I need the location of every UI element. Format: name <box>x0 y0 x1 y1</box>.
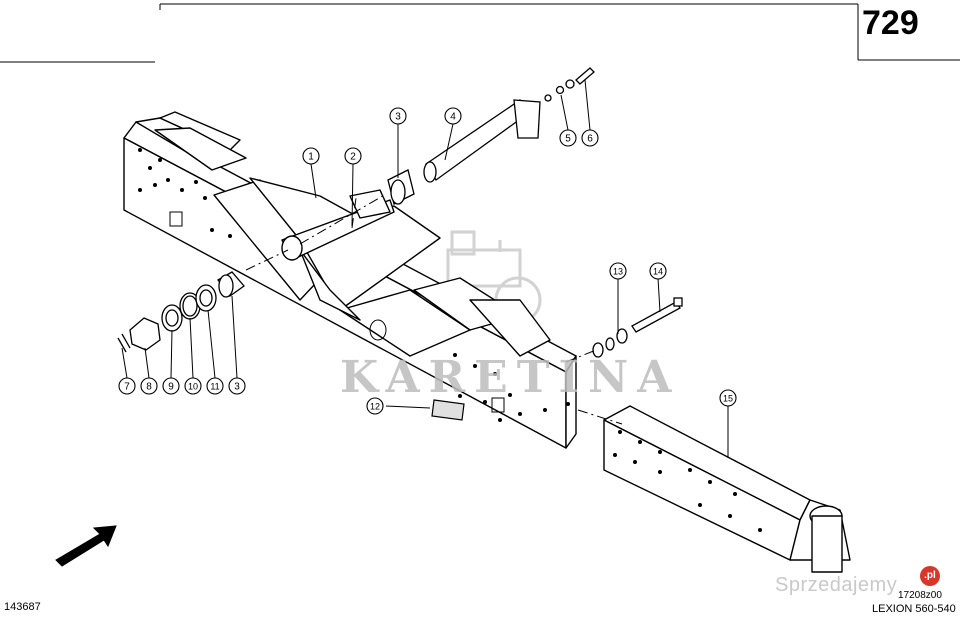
callout-label: 15 <box>723 394 733 404</box>
callout-label: 3 <box>395 112 401 123</box>
callout-c11: 11 <box>206 377 224 395</box>
callout-c4: 4 <box>444 107 462 125</box>
callout-c3a: 3 <box>389 107 407 125</box>
callout-c2: 2 <box>344 147 362 165</box>
callout-c7: 7 <box>118 377 136 395</box>
page-frame <box>0 3 960 63</box>
callout-label: 12 <box>370 402 380 412</box>
callout-label: 13 <box>613 267 623 277</box>
callout-label: 4 <box>450 112 456 123</box>
callout-circle <box>389 107 407 125</box>
callout-circle <box>140 377 158 395</box>
right-hardware <box>592 297 683 358</box>
callout-label: 2 <box>350 152 356 163</box>
callout-c3b: 3 <box>228 377 246 395</box>
callout-label: 14 <box>653 267 663 277</box>
extension-holes <box>613 430 762 532</box>
document-id: 143687 <box>4 601 41 613</box>
callout-c6: 6 <box>581 129 599 147</box>
callout-label: 5 <box>565 134 571 145</box>
callout-label: 10 <box>188 382 198 392</box>
callout-label: 1 <box>308 152 314 163</box>
callout-label: 8 <box>146 382 152 393</box>
callout-c10: 10 <box>184 377 202 395</box>
callout-circle <box>302 147 320 165</box>
brand-watermark: KARETINA <box>340 352 681 403</box>
callout-label: 3 <box>234 382 240 393</box>
callout-circle <box>649 262 667 280</box>
callout-circle <box>118 377 136 395</box>
callout-c9: 9 <box>162 377 180 395</box>
callout-circle <box>366 397 384 415</box>
pin-and-bushing <box>387 67 595 205</box>
left-hardware <box>117 271 245 353</box>
extension-arm <box>603 405 851 573</box>
callout-circle <box>344 147 362 165</box>
site-badge: .pl <box>920 566 940 586</box>
page-number: 729 <box>862 4 919 42</box>
callout-c8: 8 <box>140 377 158 395</box>
callout-circle <box>444 107 462 125</box>
callout-c14: 14 <box>649 262 667 280</box>
callout-c12: 12 <box>366 397 384 415</box>
callout-circle <box>609 262 627 280</box>
callout-label: 6 <box>587 134 593 145</box>
drawing-code: 17208z00 <box>898 590 942 601</box>
machine-model: LEXION 560-540 <box>872 603 956 615</box>
leader-lines <box>121 79 729 458</box>
callout-circle <box>162 377 180 395</box>
warning-labels <box>169 211 505 413</box>
callout-c5: 5 <box>559 129 577 147</box>
callout-label: 9 <box>168 382 174 393</box>
plate-part <box>431 399 465 421</box>
callout-circle <box>184 377 202 395</box>
callout-c1: 1 <box>302 147 320 165</box>
direction-arrow-icon <box>55 525 117 567</box>
callout-circle <box>581 129 599 147</box>
beam-holes <box>138 148 570 422</box>
callout-c13: 13 <box>609 262 627 280</box>
callout-circle <box>206 377 224 395</box>
callout-label: 7 <box>124 382 130 393</box>
callout-circle <box>719 389 737 407</box>
callout-label: 11 <box>210 382 219 392</box>
callout-circle <box>228 377 246 395</box>
callout-circle <box>559 129 577 147</box>
main-frame-beam <box>123 111 577 449</box>
callout-c15: 15 <box>719 389 737 407</box>
site-watermark: Sprzedajemy <box>775 574 898 596</box>
assembly-lines <box>245 193 623 425</box>
